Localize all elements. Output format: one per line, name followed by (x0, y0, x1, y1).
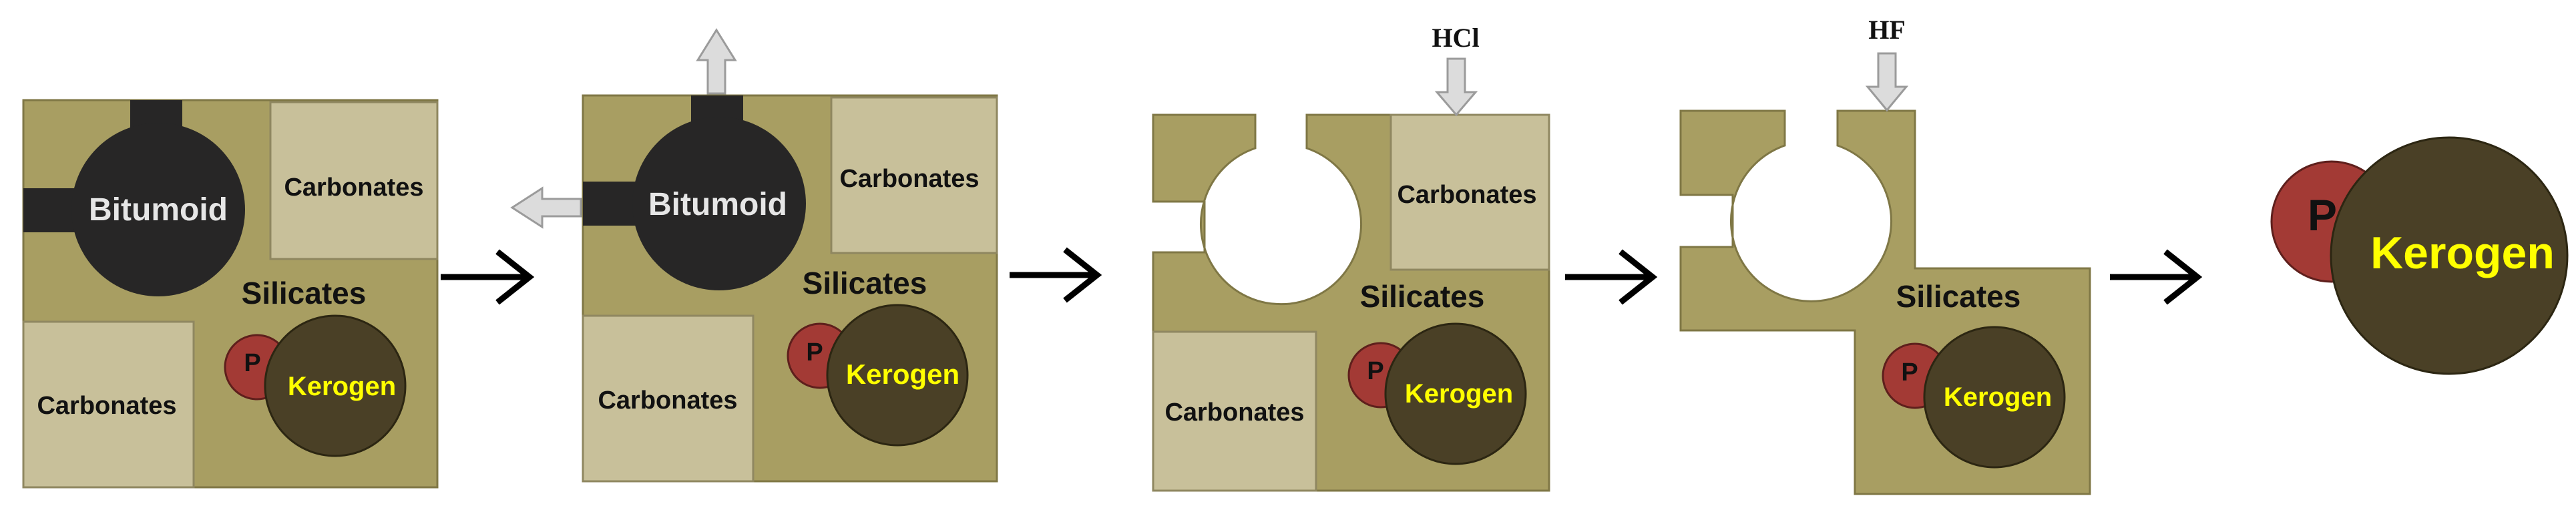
acid-addition-arrow-icon (1865, 52, 1909, 112)
carbonates-label: Carbonates (37, 392, 176, 420)
kerogen-particle (1923, 326, 2066, 469)
pyrite-label: P (1901, 358, 1918, 386)
hf-label: HF (1868, 15, 1906, 45)
panel-2-bitumoid-extraction: Bitumoid Carbonates Carbonates Silicates… (510, 28, 998, 483)
pyrite-label: P (2308, 190, 2337, 240)
silicates-label: Silicates (242, 276, 367, 310)
silicates-label: Silicates (1360, 279, 1485, 314)
carbonates-label: Carbonates (839, 165, 979, 193)
carbonates-label: Carbonates (1164, 399, 1304, 427)
carbonate-grain (830, 96, 998, 254)
kerogen-label: Kerogen (1405, 379, 1513, 409)
panel-5-isolated-kerogen: P Kerogen (2270, 136, 2569, 375)
bitumoid-droplet (23, 100, 245, 296)
acid-addition-arrow-icon (1434, 57, 1478, 117)
carbonate-grain (582, 314, 755, 483)
bitumoid-label: Bitumoid (89, 192, 228, 228)
kerogen-particle (1384, 322, 1527, 465)
pyrite-label: P (806, 338, 823, 366)
panel-4-hf-treatment: Silicates P Kerogen HF (1679, 15, 2091, 495)
kerogen-particle (2330, 136, 2569, 375)
silicates-label: Silicates (803, 266, 927, 300)
process-arrow-icon (1010, 247, 1102, 303)
pyrite-label: P (244, 349, 260, 377)
pyrite-label: P (1367, 357, 1383, 385)
kerogen-particle (826, 304, 969, 447)
kerogen-label: Kerogen (288, 372, 396, 401)
leftward-extraction-arrow-icon (510, 186, 582, 229)
carbonate-grain (1152, 330, 1317, 492)
carbonate-grain (1389, 113, 1550, 271)
process-arrow-icon (1565, 249, 1658, 305)
kerogen-label: Kerogen (2370, 228, 2555, 278)
carbonate-grain (22, 320, 195, 489)
bitumoid-label: Bitumoid (648, 187, 787, 222)
process-arrow-icon (2110, 249, 2203, 305)
carbonate-grain (269, 101, 439, 260)
kerogen-particle (264, 314, 407, 457)
hcl-label: HCl (1432, 23, 1479, 53)
panel-3-hcl-treatment: Carbonates Carbonates Silicates P Keroge… (1152, 23, 1550, 492)
panel-1-initial-rock: Bitumoid Carbonates Carbonates Silicates… (22, 99, 439, 489)
bitumoid-droplet (583, 95, 806, 290)
carbonates-label: Carbonates (598, 386, 737, 415)
kerogen-label: Kerogen (1944, 382, 2052, 412)
silicates-label: Silicates (1896, 279, 2021, 314)
carbonates-label: Carbonates (1397, 181, 1536, 209)
carbonates-label: Carbonates (284, 174, 423, 202)
kerogen-label: Kerogen (846, 358, 959, 390)
upward-extraction-arrow-icon (696, 28, 737, 95)
process-arrow-icon (441, 249, 535, 305)
